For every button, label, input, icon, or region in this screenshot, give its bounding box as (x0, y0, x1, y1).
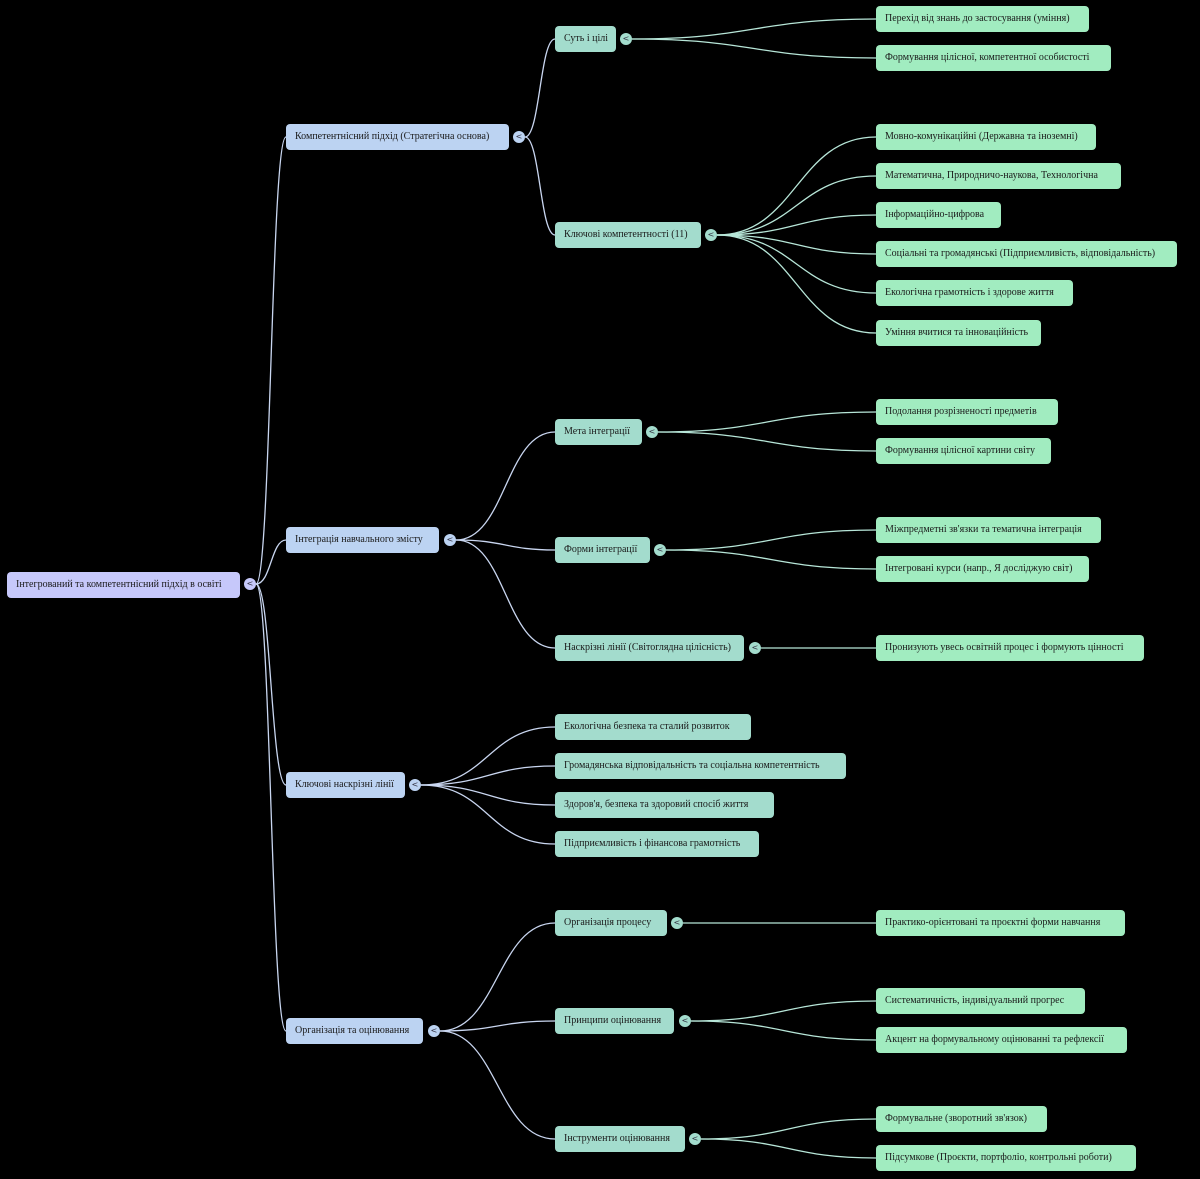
collapse-toggle-icon[interactable]: < (671, 917, 683, 929)
collapse-toggle-icon[interactable]: < (749, 642, 761, 654)
edge-subbranch-leaf (716, 234, 877, 334)
root-node[interactable]: Інтегрований та компетентнісний підхід в… (7, 572, 240, 598)
edge-subbranch-leaf (690, 1000, 877, 1022)
edge-subbranch-leaf (716, 136, 877, 236)
edge-subbranch-leaf (716, 214, 877, 236)
subbranch-node-essence[interactable]: Суть і цілі (555, 26, 616, 52)
leaf-node[interactable]: Міжпредметні зв'язки та тематична інтегр… (876, 517, 1101, 543)
leaf-node[interactable]: Формувальне (зворотний зв'язок) (876, 1106, 1047, 1132)
edge-subbranch-leaf (716, 234, 877, 294)
leaf-node[interactable]: Систематичність, індивідуальний прогрес (876, 988, 1085, 1014)
subbranch-node-cross-lines[interactable]: Наскрізні лінії (Світоглядна цілісність) (555, 635, 744, 661)
leaf-node[interactable]: Громадянська відповідальність та соціаль… (555, 753, 846, 779)
leaf-node[interactable]: Екологічна безпека та сталий розвиток (555, 714, 751, 740)
leaf-node[interactable]: Соціальні та громадянські (Підприємливіс… (876, 241, 1177, 267)
collapse-toggle-icon[interactable]: < (409, 779, 421, 791)
branch-node-organization[interactable]: Організація та оцінювання (286, 1018, 423, 1044)
subbranch-node-assessment-principles[interactable]: Принципи оцінювання (555, 1008, 674, 1034)
collapse-toggle-icon[interactable]: < (620, 33, 632, 45)
leaf-node[interactable]: Здоров'я, безпека та здоровий спосіб жит… (555, 792, 774, 818)
collapse-toggle-icon[interactable]: < (679, 1015, 691, 1027)
collapse-toggle-icon[interactable]: < (646, 426, 658, 438)
subbranch-node-integration-goal[interactable]: Мета інтеграції (555, 419, 642, 445)
edge-subbranch-leaf (700, 1118, 877, 1140)
edge-branch-subbranch (524, 38, 556, 138)
subbranch-node-integration-forms[interactable]: Форми інтеграції (555, 537, 650, 563)
collapse-toggle-icon[interactable]: < (444, 534, 456, 546)
edge-branch-subbranch (455, 431, 556, 541)
leaf-node[interactable]: Формування цілісної, компетентної особис… (876, 45, 1111, 71)
branch-node-cross-cutting[interactable]: Ключові наскрізні лінії (286, 772, 405, 798)
leaf-node[interactable]: Інтегровані курси (напр., Я досліджую св… (876, 556, 1089, 582)
edge-subbranch-leaf (657, 431, 877, 452)
edge-branch-subbranch (420, 765, 556, 786)
edge-subbranch-leaf (690, 1020, 877, 1041)
edge-root-branch (255, 583, 287, 786)
branch-node-competency[interactable]: Компетентнісний підхід (Стратегічна осно… (286, 124, 509, 150)
leaf-node[interactable]: Перехід від знань до застосування (умінн… (876, 6, 1089, 32)
edge-branch-subbranch (455, 539, 556, 551)
edge-root-branch (255, 136, 287, 585)
edge-subbranch-leaf (665, 529, 877, 551)
leaf-node[interactable]: Математична, Природничо-наукова, Техноло… (876, 163, 1121, 189)
leaf-node[interactable]: Мовно-комунікаційні (Державна та іноземн… (876, 124, 1096, 150)
edge-subbranch-leaf (716, 175, 877, 236)
edge-branch-subbranch (420, 784, 556, 845)
leaf-node[interactable]: Акцент на формувальному оцінюванні та ре… (876, 1027, 1127, 1053)
edge-subbranch-leaf (657, 411, 877, 433)
leaf-node[interactable]: Пронизують увесь освітній процес і форму… (876, 635, 1144, 661)
collapse-toggle-icon[interactable]: < (689, 1133, 701, 1145)
collapse-toggle-icon[interactable]: < (705, 229, 717, 241)
collapse-toggle-icon[interactable]: < (654, 544, 666, 556)
edge-subbranch-leaf (631, 18, 877, 40)
collapse-toggle-icon[interactable]: < (513, 131, 525, 143)
edge-branch-subbranch (420, 726, 556, 786)
subbranch-node-process-organization[interactable]: Організація процесу (555, 910, 667, 936)
edge-branch-subbranch (420, 784, 556, 806)
leaf-node[interactable]: Формування цілісної картини світу (876, 438, 1051, 464)
edge-subbranch-leaf (631, 38, 877, 59)
collapse-toggle-icon[interactable]: < (244, 578, 256, 590)
edge-branch-subbranch (524, 136, 556, 236)
subbranch-node-key-competencies[interactable]: Ключові компетентності (11) (555, 222, 701, 248)
edge-branch-subbranch (455, 539, 556, 649)
edge-subbranch-leaf (716, 234, 877, 255)
leaf-node[interactable]: Подолання розрізненості предметів (876, 399, 1058, 425)
edge-subbranch-leaf (700, 1138, 877, 1159)
edge-subbranch-leaf (665, 549, 877, 570)
leaf-node[interactable]: Уміння вчитися та інноваційність (876, 320, 1041, 346)
edge-branch-subbranch (439, 1020, 556, 1032)
subbranch-node-assessment-tools[interactable]: Інструменти оцінювання (555, 1126, 685, 1152)
edge-root-branch (255, 583, 287, 1032)
leaf-node[interactable]: Практико-орієнтовані та проєктні форми н… (876, 910, 1125, 936)
leaf-node[interactable]: Екологічна грамотність і здорове життя (876, 280, 1073, 306)
collapse-toggle-icon[interactable]: < (428, 1025, 440, 1037)
edge-root-branch (255, 539, 287, 585)
leaf-node[interactable]: Підприємливість і фінансова грамотність (555, 831, 759, 857)
edge-branch-subbranch (439, 1030, 556, 1140)
edge-branch-subbranch (439, 922, 556, 1032)
leaf-node[interactable]: Підсумкове (Проєкти, портфоліо, контроль… (876, 1145, 1136, 1171)
leaf-node[interactable]: Інформаційно-цифрова (876, 202, 1001, 228)
branch-node-integration[interactable]: Інтеграція навчального змісту (286, 527, 439, 553)
